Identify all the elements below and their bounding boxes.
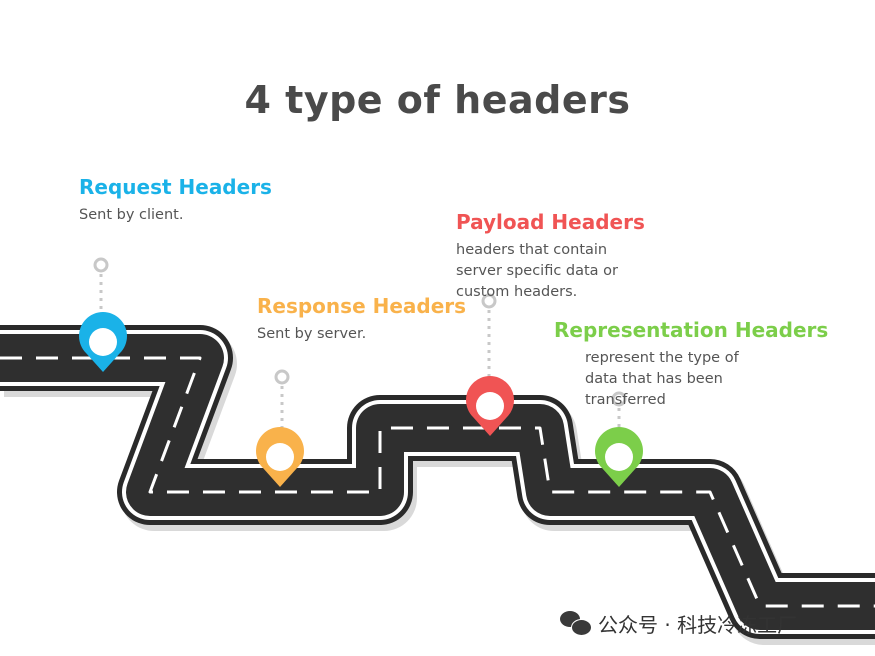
pin-center: [605, 443, 633, 471]
request-headers-label: Request Headers: [79, 175, 272, 199]
connector-request: [93, 257, 109, 312]
pin-response-icon: [256, 427, 305, 487]
footer-watermark: 公众号 · 科技冷冻工厂: [560, 608, 797, 638]
pin-payload-icon: [466, 376, 514, 436]
connector-payload: [481, 293, 497, 378]
pin-request-icon: [79, 312, 127, 372]
pin-center: [89, 328, 117, 356]
pin-representation-icon: [595, 427, 643, 487]
response-headers-label: Response Headers: [257, 294, 467, 318]
representation-headers-description: represent the type of data that has been…: [585, 350, 739, 408]
request-headers-description: Sent by client.: [79, 207, 184, 223]
footer-text: 公众号 · 科技冷冻工厂: [598, 612, 798, 637]
response-headers-description: Sent by server.: [257, 326, 367, 342]
page-title: 4 type of headers: [244, 78, 631, 122]
wechat-icon: [560, 611, 592, 636]
pin-center: [476, 392, 504, 420]
representation-headers-label: Representation Headers: [554, 318, 829, 342]
payload-headers-description: headers that contain server specific dat…: [456, 242, 619, 300]
connector-representation: [611, 391, 627, 430]
payload-headers-label: Payload Headers: [456, 210, 645, 234]
road-dashes: [0, 356, 875, 608]
connector-response: [274, 369, 290, 430]
pin-center: [266, 443, 294, 471]
